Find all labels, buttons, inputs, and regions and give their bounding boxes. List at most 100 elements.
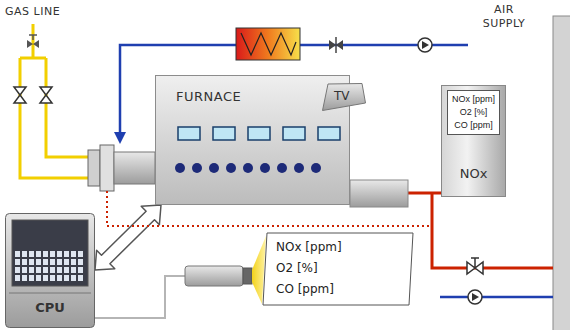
nox-analyzer: NOxNOx [ppm]O2 [%]CO [ppm] [441, 85, 506, 197]
display-outline [263, 233, 413, 305]
burner-flange [88, 150, 100, 186]
node-text: CPU [5, 213, 95, 315]
keyboard-key [50, 251, 55, 257]
keyboard-key [36, 259, 41, 265]
keyboard-key [57, 259, 62, 265]
node-text: NOx [ppm] [452, 93, 495, 106]
keyboard-key [36, 275, 41, 281]
node-text: O2 [%] [276, 258, 414, 279]
keyboard-key [71, 259, 76, 265]
gas-valve [40, 87, 52, 103]
furnace-port [260, 163, 270, 173]
air-pump [418, 38, 432, 52]
keyboard-key [15, 251, 20, 257]
keyboard-key [22, 267, 27, 273]
text-label: AIR SUPPLY [472, 3, 536, 31]
burner-flange [100, 145, 114, 191]
analyzer-readout: NOx [ppm]O2 [%]CO [ppm] [447, 90, 500, 135]
camera-body [185, 266, 243, 286]
furnace-window [318, 127, 340, 140]
heat-exchanger [236, 28, 300, 60]
label-slot: GAS LINE [5, 5, 60, 19]
keyboard-key [15, 267, 20, 273]
furnace-port [294, 163, 304, 173]
measurement-display: NOx [ppm]O2 [%]CO [ppm] [262, 232, 414, 306]
keyboard-key [43, 259, 48, 265]
gas-pipe [20, 24, 88, 178]
valve-body [27, 40, 39, 48]
camera-cable [95, 276, 185, 318]
keyboard-key [36, 251, 41, 257]
gas-valve [14, 87, 26, 103]
keyboard-key [78, 267, 83, 273]
keyboard-key [29, 267, 34, 273]
keyboard-key [50, 259, 55, 265]
node-text: NOx [ppm] [276, 237, 414, 258]
keyboard-key [64, 275, 69, 281]
monitor-frame [6, 214, 95, 328]
water-line [440, 296, 553, 299]
keyboard-key [57, 267, 62, 273]
keyboard-key [71, 267, 76, 273]
keyboard-key [22, 251, 27, 257]
keyboard-key [43, 275, 48, 281]
check-valve [329, 40, 343, 50]
keyboard-key [78, 259, 83, 265]
stack-column [553, 16, 570, 330]
pump-arrow [422, 41, 429, 49]
keyboard-key [43, 267, 48, 273]
furnace-port [192, 163, 202, 173]
furnace-port [277, 163, 287, 173]
node-text: O2 [%] [452, 106, 495, 119]
furnace-port [226, 163, 236, 173]
keyboard-key [43, 251, 48, 257]
keyboard-key [78, 275, 83, 281]
node-text: CO [ppm] [452, 119, 495, 132]
tv-camera: TV [322, 83, 366, 111]
furnace-port [209, 163, 219, 173]
cpu-computer: CPU [5, 213, 95, 328]
monitor-screen [12, 220, 88, 286]
heat-exchanger-coil [241, 33, 296, 55]
double-arrow [95, 205, 161, 270]
keyboard-key [15, 275, 20, 281]
camera-lens [243, 268, 252, 284]
connector [95, 205, 161, 270]
exhaust-valve [467, 262, 483, 274]
burner-body [114, 152, 155, 184]
furnace-port [311, 163, 321, 173]
keyboard-key [50, 275, 55, 281]
gas-valve [27, 35, 39, 48]
camera-housing [323, 84, 366, 111]
keyboard-key [71, 251, 76, 257]
label-slot: AIR SUPPLY [472, 3, 536, 31]
monitor-divider [9, 293, 91, 294]
furnace-port [175, 163, 185, 173]
furnace-window [178, 127, 200, 140]
node-text: CO [ppm] [276, 279, 414, 300]
exhaust-line [432, 193, 553, 268]
keyboard-key [57, 251, 62, 257]
air-arrowhead [114, 132, 126, 144]
keyboard-key [29, 251, 34, 257]
keyboard-key [64, 259, 69, 265]
keyboard-key [22, 259, 27, 265]
furnace-window [283, 127, 305, 140]
pump-arrow [472, 293, 479, 301]
keyboard-key [36, 267, 41, 273]
node-text: TV [334, 89, 366, 103]
keyboard-key [71, 275, 76, 281]
keyboard-key [22, 275, 27, 281]
furnace-window [248, 127, 270, 140]
valve-stem [29, 35, 37, 40]
furnace-window [213, 127, 235, 140]
keyboard-key [64, 267, 69, 273]
keyboard-key [78, 251, 83, 257]
keyboard-key [64, 251, 69, 257]
node-text: FURNACE [176, 89, 349, 104]
keyboard-key [15, 259, 20, 265]
keyboard-key [50, 267, 55, 273]
text-label: GAS LINE [5, 5, 60, 19]
furnace-port [243, 163, 253, 173]
